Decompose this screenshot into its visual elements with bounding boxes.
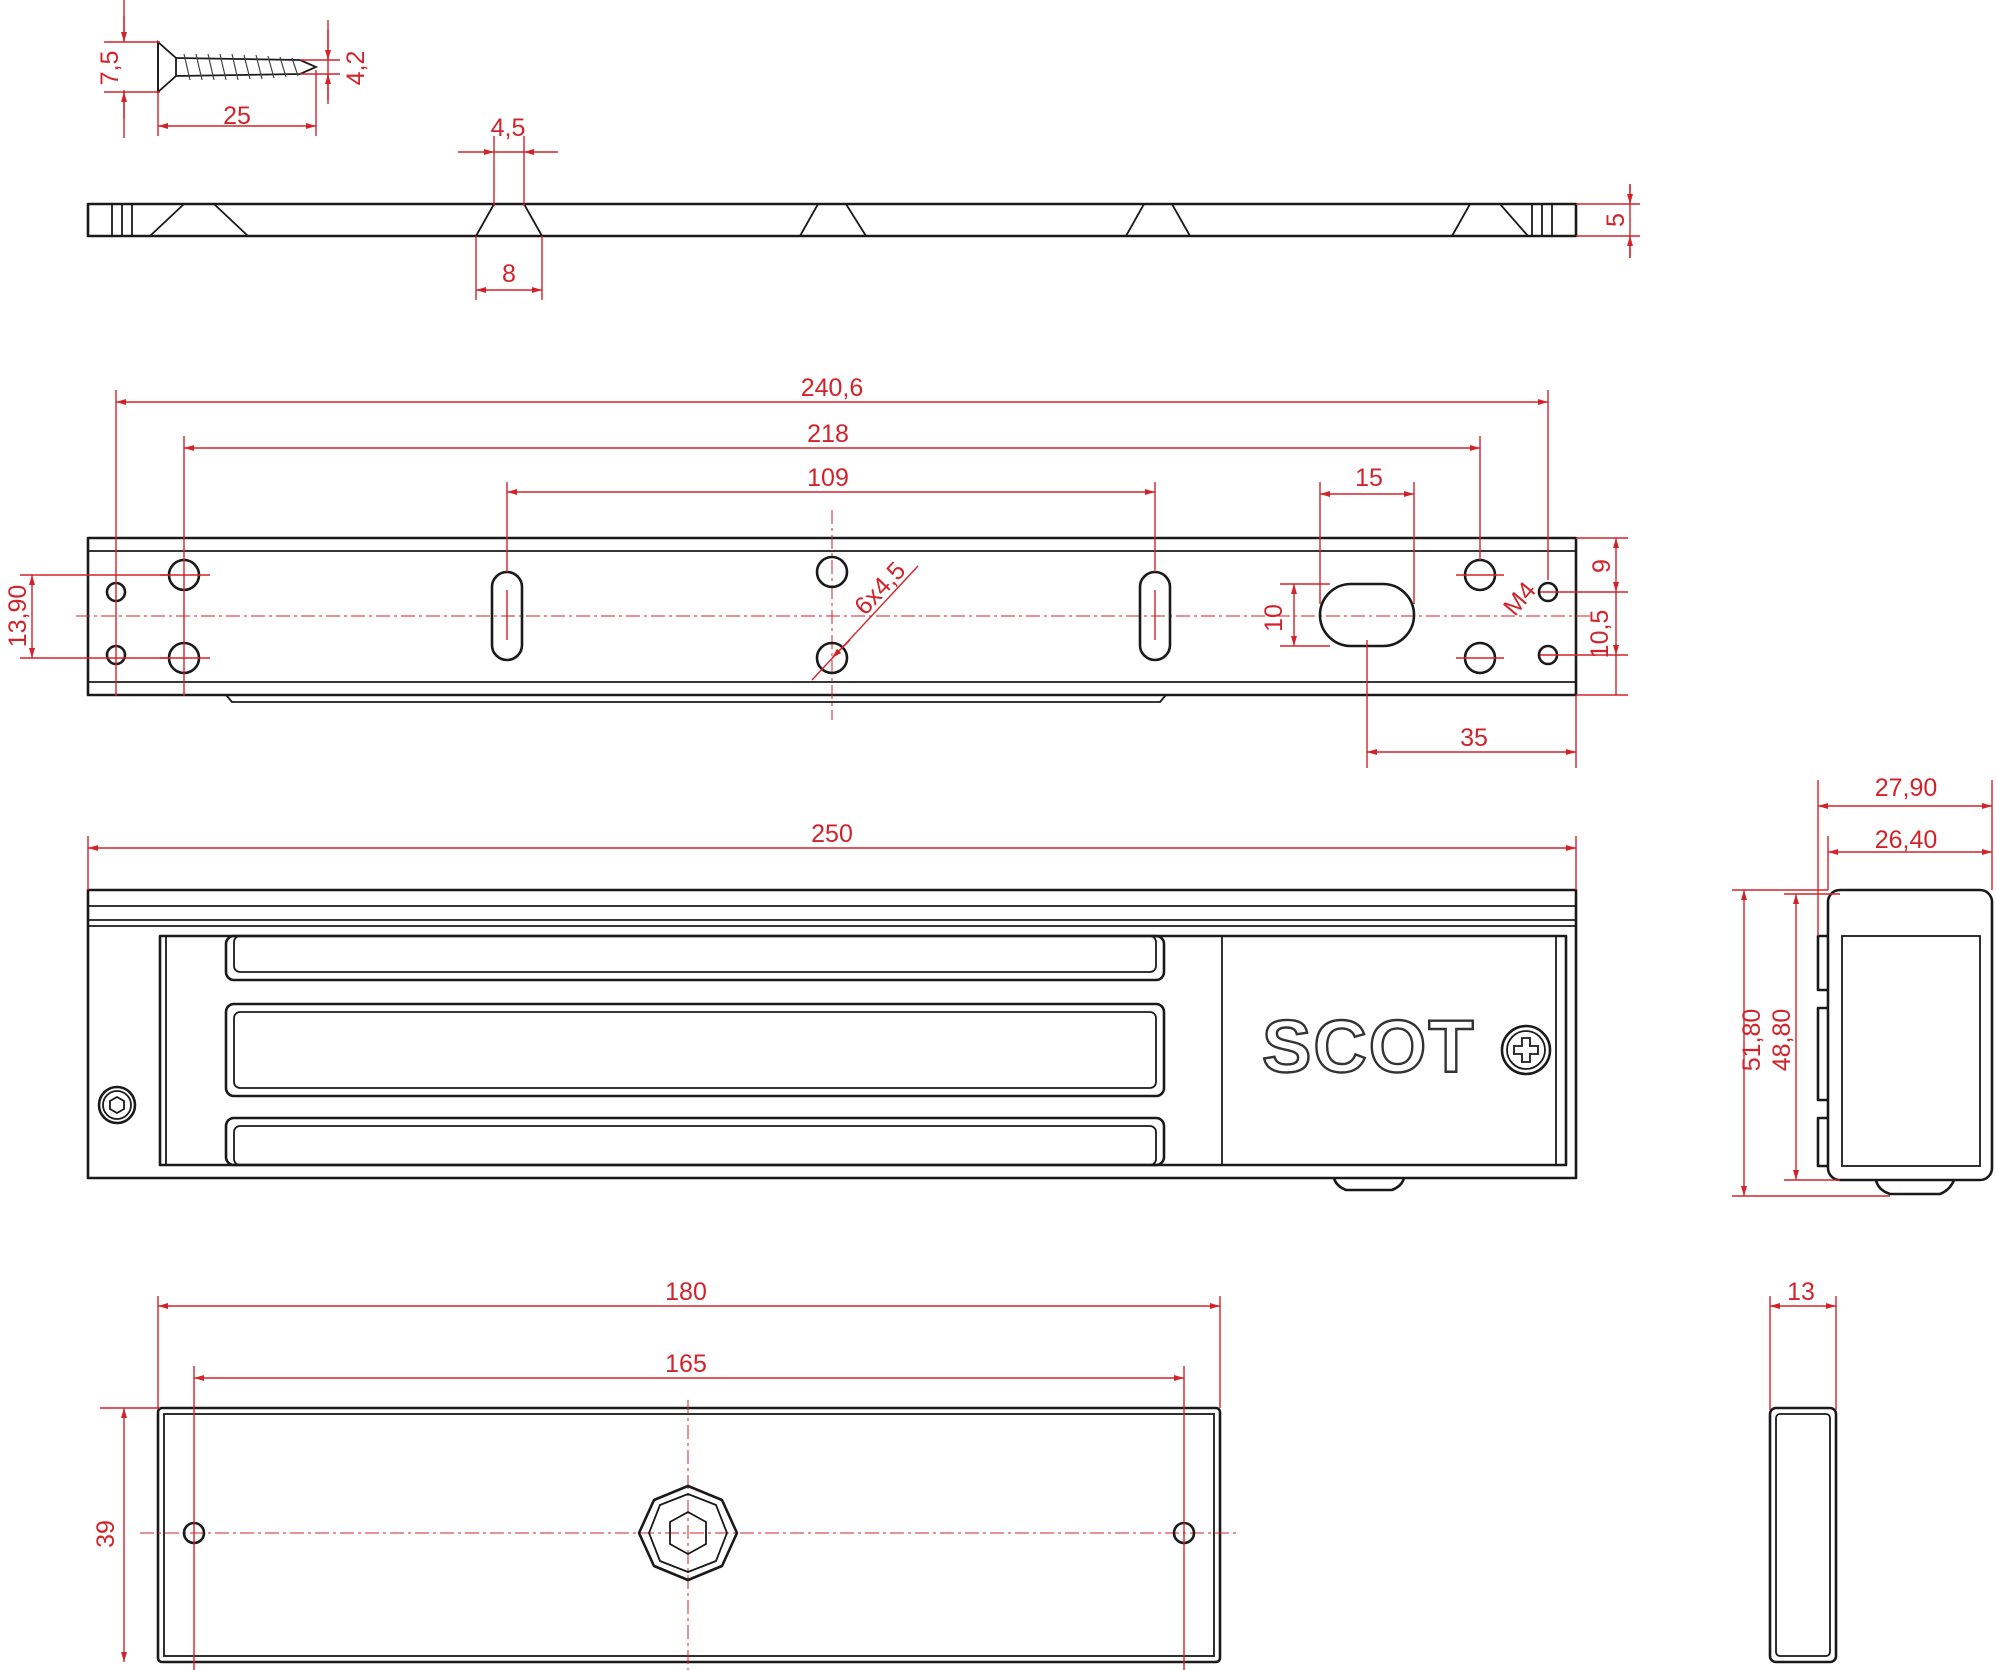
dim-overall-holes-span: 240,6 xyxy=(801,374,864,402)
dim-oval-height: 10 xyxy=(1260,604,1288,632)
dim-screw-head: 7,5 xyxy=(96,51,124,86)
dim-plate-thickness: 5 xyxy=(1602,213,1630,227)
magnet-front-view: SCOT xyxy=(86,888,1578,1192)
dim-inner-holes-span: 218 xyxy=(807,420,849,448)
side-dimensions: 27,90 26,40 51,80 48,80 xyxy=(1732,774,1993,1197)
phillips-screw-icon xyxy=(1500,1024,1552,1076)
magnet-side-view xyxy=(1816,888,1994,1196)
dim-side-height-outer: 51,80 xyxy=(1738,1009,1766,1072)
armature-plate-front xyxy=(140,1400,1240,1670)
dim-countersink-bottom: 8 xyxy=(502,260,516,288)
screw-dimensions: 7,5 4,2 25 xyxy=(96,0,370,138)
dim-countersink-top: 4,5 xyxy=(491,114,526,142)
dim-screw-length: 25 xyxy=(223,102,251,130)
plate-dimensions: 4,5 8 5 xyxy=(458,114,1640,300)
armature-side-dimensions: 13 xyxy=(1769,1278,1837,1410)
brand-logo: SCOT xyxy=(1262,1005,1476,1088)
armature-plate-side xyxy=(1768,1406,1838,1664)
dim-magnet-length: 250 xyxy=(811,820,853,848)
dim-armature-width: 39 xyxy=(92,1520,120,1548)
dim-thread-callout: M4 xyxy=(1498,576,1542,621)
mounting-plate-side xyxy=(86,202,1578,238)
dim-hole-to-edge: 10,5 xyxy=(1586,610,1614,659)
dim-side-width-inner: 26,40 xyxy=(1875,826,1938,854)
screw-drawing xyxy=(157,39,319,95)
dim-slot-span: 109 xyxy=(807,464,849,492)
hex-socket-bolt-icon xyxy=(97,1085,137,1125)
dim-edge-to-hole: 9 xyxy=(1588,559,1616,573)
armature-dimensions: 180 165 39 xyxy=(92,1278,1221,1670)
dim-oval-width: 15 xyxy=(1355,464,1383,492)
dim-side-height-inner: 48,80 xyxy=(1768,1009,1796,1072)
dim-side-width-outer: 27,90 xyxy=(1875,774,1938,802)
dim-armature-hole-span: 165 xyxy=(665,1350,707,1378)
dim-hole-spacing-left: 13,90 xyxy=(4,585,32,648)
dim-armature-thickness: 13 xyxy=(1787,1278,1815,1306)
dim-holes-callout: 6x4,5 xyxy=(849,557,911,621)
magnet-dimensions: 250 xyxy=(87,820,1577,890)
mounting-plate-top xyxy=(76,510,1590,720)
dim-screw-diameter: 4,2 xyxy=(342,51,370,86)
dim-oval-offset: 35 xyxy=(1460,724,1488,752)
dim-armature-length: 180 xyxy=(665,1278,707,1306)
